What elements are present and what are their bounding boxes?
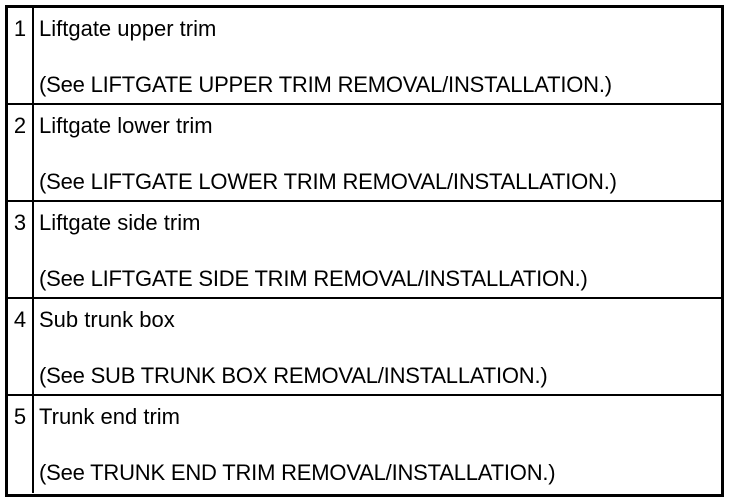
table-row: 5 Trunk end trim (See TRUNK END TRIM REM… [8,396,721,493]
table-row: 1 Liftgate upper trim (See LIFTGATE UPPE… [8,8,721,105]
item-cell: Liftgate side trim (See LIFTGATE SIDE TR… [39,202,719,297]
item-name: Liftgate lower trim [39,113,213,138]
item-name: Trunk end trim [39,404,181,429]
item-number: 5 [8,396,34,493]
item-reference: (See TRUNK END TRIM REMOVAL/INSTALLATION… [39,460,556,485]
item-name: Sub trunk box [39,307,175,332]
item-number: 1 [8,8,34,103]
item-reference: (See SUB TRUNK BOX REMOVAL/INSTALLATION.… [39,363,548,388]
item-number: 2 [8,105,34,200]
item-name: Liftgate side trim [39,210,201,235]
table-row: 3 Liftgate side trim (See LIFTGATE SIDE … [8,202,721,299]
item-reference: (See LIFTGATE SIDE TRIM REMOVAL/INSTALLA… [39,266,588,291]
item-reference: (See LIFTGATE LOWER TRIM REMOVAL/INSTALL… [39,169,617,194]
item-cell: Liftgate lower trim (See LIFTGATE LOWER … [39,105,719,200]
item-number: 3 [8,202,34,297]
item-reference: (See LIFTGATE UPPER TRIM REMOVAL/INSTALL… [39,72,612,97]
parts-table: 1 Liftgate upper trim (See LIFTGATE UPPE… [5,5,724,497]
item-name: Liftgate upper trim [39,16,217,41]
table-row: 4 Sub trunk box (See SUB TRUNK BOX REMOV… [8,299,721,396]
item-number: 4 [8,299,34,394]
table-row: 2 Liftgate lower trim (See LIFTGATE LOWE… [8,105,721,202]
item-cell: Liftgate upper trim (See LIFTGATE UPPER … [39,8,719,103]
item-cell: Sub trunk box (See SUB TRUNK BOX REMOVAL… [39,299,719,394]
item-cell: Trunk end trim (See TRUNK END TRIM REMOV… [39,396,719,493]
